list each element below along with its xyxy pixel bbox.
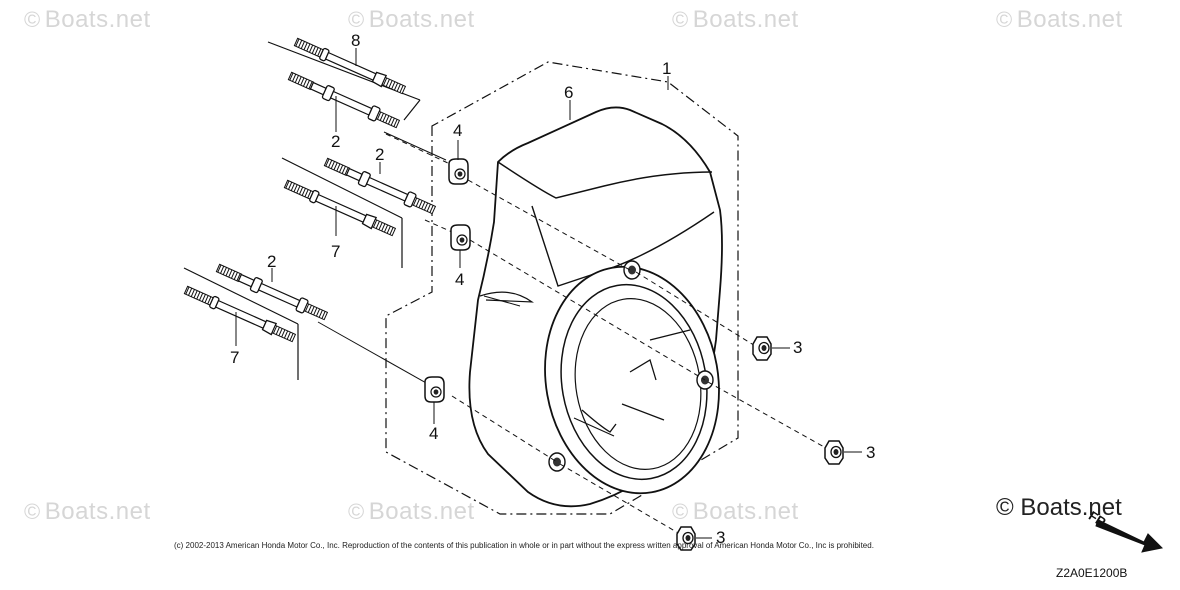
callout-7: 7 [230,348,240,367]
callout-2: 2 [267,252,277,271]
collar-4 [450,224,471,251]
collar-4 [424,376,445,403]
callout-8: 8 [351,31,361,50]
front-direction-arrow [1095,519,1164,553]
fan-cover-top [497,161,713,199]
callout-2: 2 [375,145,385,164]
flange-nut-3 [752,336,772,361]
watermark: ©Boats.net [348,6,475,33]
stud-guide-lines [183,41,421,380]
boats-net-watermark: © Boats.net [996,494,1122,521]
cover-boss [548,452,566,472]
callout-1: 1 [662,59,672,78]
callout-3: 3 [793,338,803,357]
callout-7: 7 [331,242,341,261]
copyright-notice: (c) 2002-2013 American Honda Motor Co., … [174,541,874,550]
callout-6: 6 [564,83,574,102]
diagram-code: Z2A0E1200B [1056,566,1128,580]
cover-boss [623,260,641,280]
flange-nut-3 [824,440,844,465]
watermark: ©Boats.net [672,6,799,33]
callout-leaders [235,48,862,539]
assembly-outline [385,61,739,515]
watermark: ©Boats.net [348,498,475,525]
cover-boss [696,370,714,390]
callout-4: 4 [453,121,463,140]
watermark: ©Boats.net [996,6,1123,33]
callout-4: 4 [455,270,465,289]
callout-3: 3 [866,443,876,462]
callout-2: 2 [331,132,341,151]
callout-3: 3 [716,528,726,547]
watermark: ©Boats.net [672,498,799,525]
watermark: ©Boats.net [24,498,151,525]
watermark: ©Boats.net [24,6,151,33]
collar-4 [448,158,469,185]
callout-4: 4 [429,424,439,443]
alignment-lines [385,133,827,535]
